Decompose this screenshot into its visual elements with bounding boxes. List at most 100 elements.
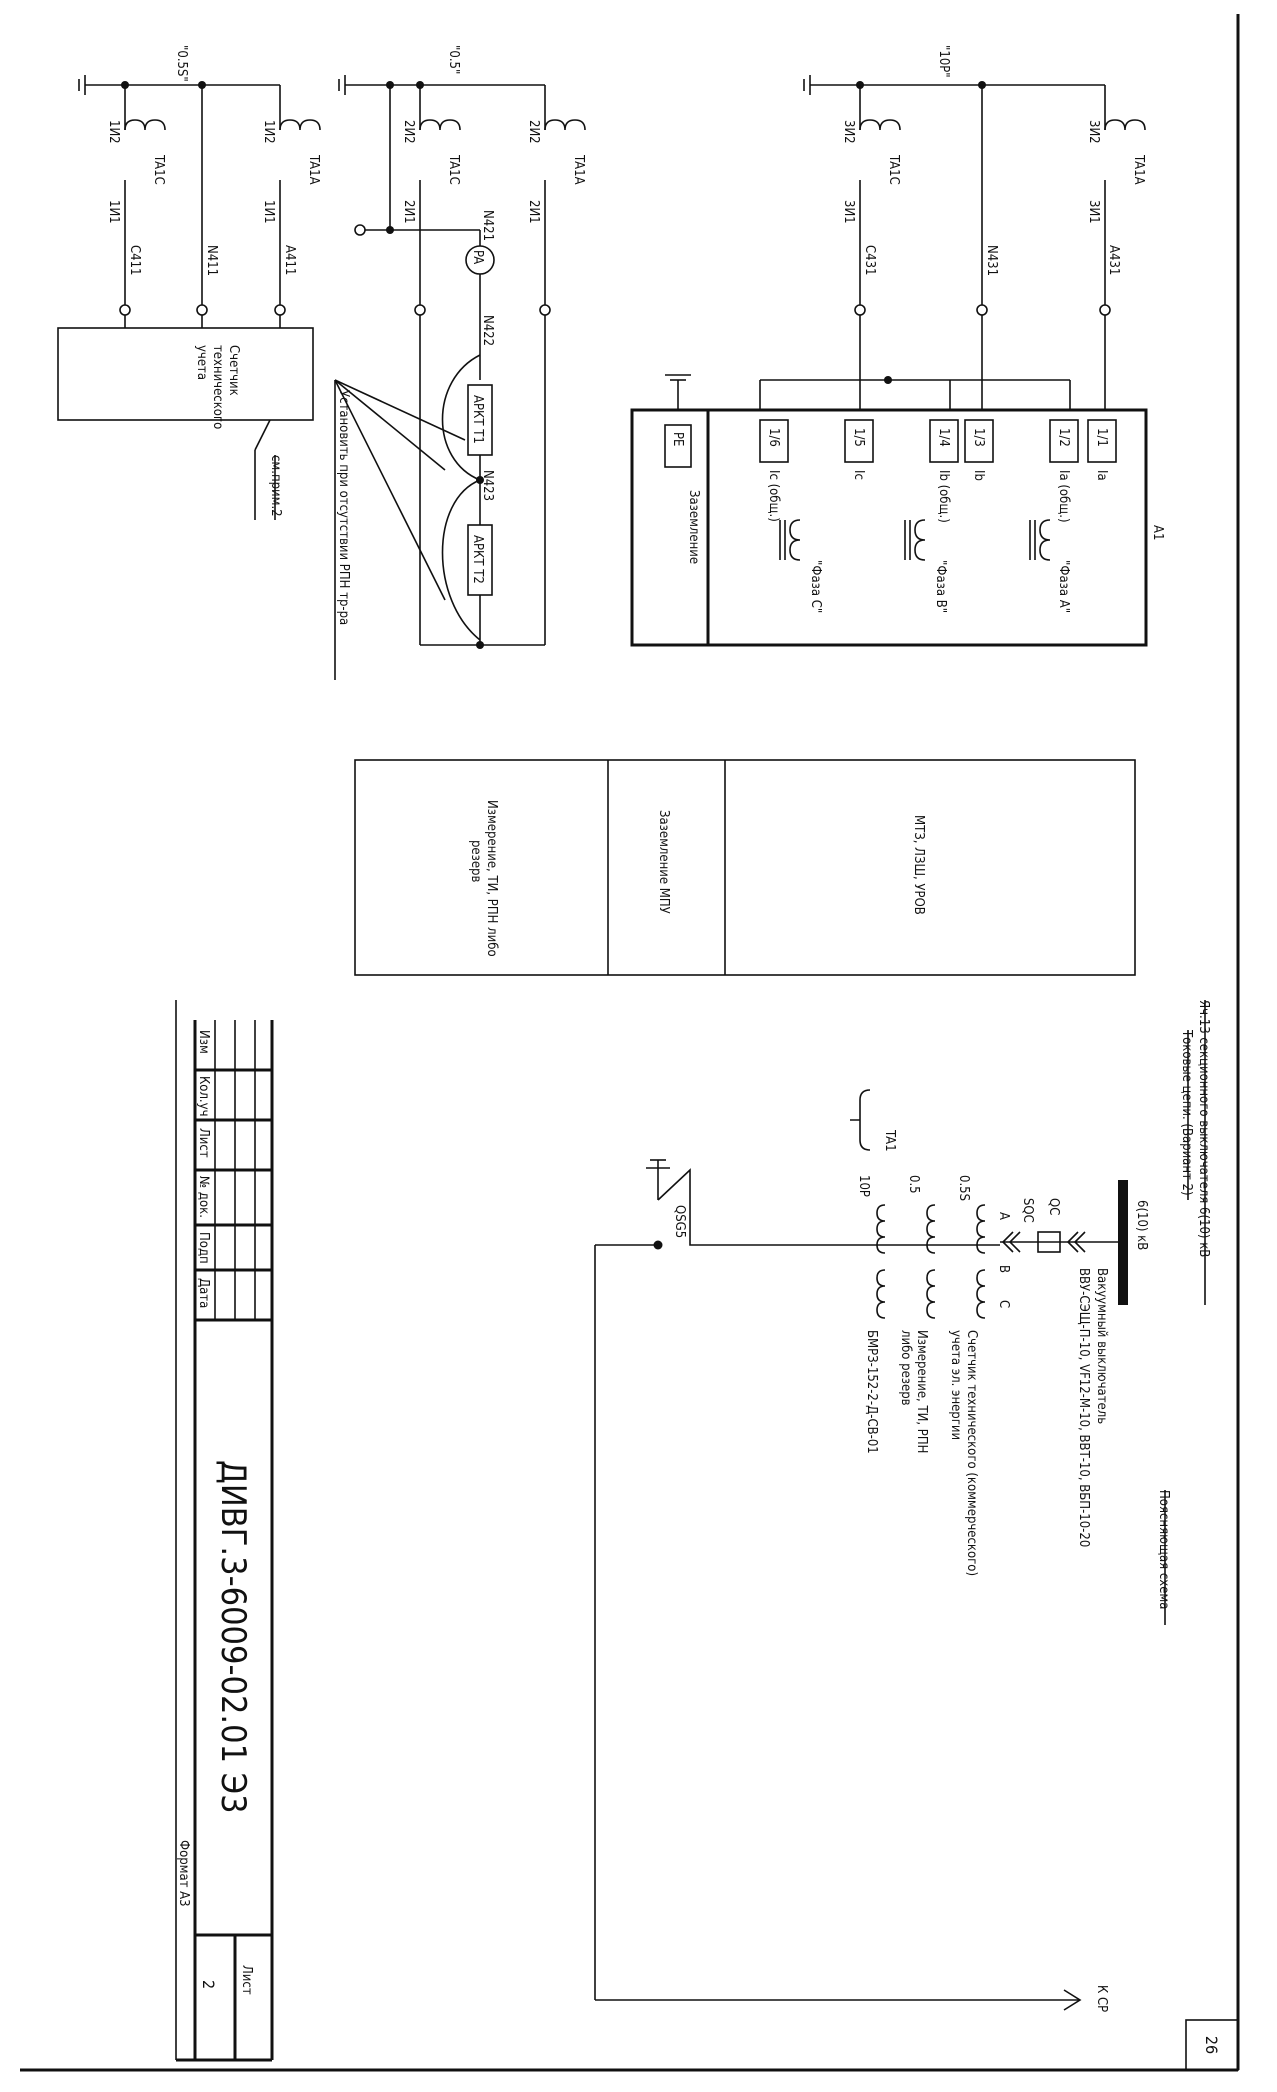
- w2-c: 3И2: [841, 120, 856, 144]
- core-note-1: Счетчик технического (коммерческого): [964, 1330, 979, 1576]
- metering-label: "0.5S": [174, 45, 189, 82]
- core-note-5: БМРЗ-152-2-Д-СВ-01: [864, 1330, 879, 1454]
- protection-label: "10P": [936, 45, 951, 78]
- phase-c-label: "Фаза C": [808, 560, 823, 613]
- w1-c-05: 2И1: [401, 200, 416, 224]
- table-row-protection: МТЗ, ЛЗШ, УРОВ: [911, 815, 926, 915]
- pa-label: PA: [470, 250, 485, 264]
- format-label: Формат А3: [176, 1840, 191, 1907]
- phase-b: B: [996, 1265, 1011, 1273]
- stamp-izm: Изм: [196, 1030, 211, 1054]
- document-code: ДИВГ.3-6009-02.01 Э3: [213, 1460, 253, 1814]
- term-1-4: 1/4: [936, 428, 951, 447]
- wire-c411: С411: [127, 245, 142, 276]
- term-ic: Ic: [851, 470, 866, 480]
- single-line-diagram: 6(10) кВ QC Вакуумный выключатель ВВУ-СЭ…: [594, 1089, 1149, 2012]
- table-row-grounding: Заземление МПУ: [656, 810, 671, 914]
- meter-line-3: учета: [194, 345, 209, 380]
- stamp-kol: Кол.уч: [196, 1076, 211, 1116]
- stamp-list: Лист: [196, 1128, 211, 1158]
- measurement-circuit: "0.5" TA1C TA1A 2И1 2И2 2И1 2И2 PA N421 …: [334, 45, 586, 680]
- list-label: Лист: [239, 1965, 254, 1995]
- ta1-label: TA1: [882, 1129, 897, 1152]
- relay-a1: [630, 408, 1148, 647]
- ta1a-05: TA1A: [571, 154, 586, 185]
- meter-line-1: Счетчик: [226, 345, 241, 396]
- w2-a: 3И2: [1086, 120, 1101, 144]
- core-05s: 0.5S: [956, 1175, 971, 1201]
- ta1a-10p: TA1A: [1131, 154, 1146, 185]
- wire-a411: А411: [282, 245, 297, 275]
- w2-a-05s: 1И2: [261, 120, 276, 144]
- wire-c431: С431: [862, 245, 877, 276]
- title-explain: Поясняющая схема: [1156, 1490, 1171, 1609]
- meter-line-2: технического: [210, 345, 225, 429]
- term-1-5: 1/5: [851, 428, 866, 447]
- ct-cores-left: 10P 0.5 0.5S: [856, 1175, 986, 1254]
- a1-terminals: 1/1 1/2 1/3 1/4 1/5 1/6 Ia Ia (общ.) Ib …: [759, 419, 1117, 523]
- ta1c-05s: TA1C: [151, 154, 166, 185]
- ta1c-05: TA1C: [446, 154, 461, 185]
- term-1-6: 1/6: [766, 428, 781, 447]
- metering-circuit: "0.5S" TA1C TA1A 1И1 1И2 1И1 1И2 А411 N4…: [57, 45, 321, 520]
- w2-a-05: 2И2: [526, 120, 541, 144]
- phase-b-label: "Фаза B": [933, 560, 948, 613]
- w1-c: 3И1: [841, 200, 856, 224]
- term-1-1: 1/1: [1094, 428, 1109, 447]
- core-05: 0.5: [906, 1175, 921, 1194]
- pe-label: PE: [670, 432, 685, 446]
- title-block: Изм Кол.уч Лист № док. Подп Дата ДИВГ.3-…: [175, 1000, 274, 2062]
- meter-box: [57, 327, 314, 421]
- measurement-label: "0.5": [446, 45, 461, 74]
- wire-a431: А431: [1106, 245, 1121, 275]
- breaker-desc: Вакуумный выключатель: [1094, 1268, 1109, 1424]
- breaker-symbol: [1037, 1231, 1061, 1253]
- w1-c-05s: 1И1: [106, 200, 121, 224]
- stamp-podp: Подп: [196, 1232, 211, 1264]
- a1-phase-coils: "Фаза A" "Фаза B" "Фаза C": [779, 519, 1071, 613]
- w2-c-05s: 1И2: [106, 120, 121, 144]
- list-number: 2: [199, 1980, 218, 1989]
- table-row-measure-2: резерв: [468, 840, 483, 882]
- wire-n431: N431: [984, 245, 999, 276]
- qs-label: QSG5: [672, 1205, 687, 1238]
- wire-n411: N411: [204, 245, 219, 276]
- term-ic-common: Ic (общ.): [766, 470, 781, 522]
- phase-a-label: "Фаза A": [1056, 560, 1071, 613]
- sqc-label: SQC: [1020, 1198, 1035, 1223]
- to-sr: К СР: [1094, 1985, 1109, 2012]
- breaker-models: ВВУ-СЭЩ-П-10, VF12-М-10, ВВТ-10, ВБП-10-…: [1076, 1268, 1091, 1547]
- a1-label: A1: [1150, 525, 1165, 540]
- wire-n423: N423: [480, 470, 495, 501]
- term-ib: Ib: [971, 470, 986, 481]
- w1-a-05: 2И1: [526, 200, 541, 224]
- ta1a-05s: TA1A: [306, 154, 321, 185]
- w2-c-05: 2И2: [401, 120, 416, 144]
- rpn-note: Установить при отсутствии РПН тр-ра: [336, 390, 351, 625]
- ta1c-10p: TA1C: [886, 154, 901, 185]
- w1-a-05s: 1И1: [261, 200, 276, 224]
- core-note-3: Измерение, ТИ, РПН: [914, 1330, 929, 1453]
- qc-label: QC: [1046, 1198, 1061, 1215]
- wire-n421: N421: [480, 210, 495, 241]
- pe-terminal: [664, 424, 692, 468]
- ct-cores-right: [876, 1269, 986, 1319]
- wire-n422: N422: [480, 315, 495, 346]
- term-1-2: 1/2: [1056, 428, 1071, 447]
- core-10p: 10P: [856, 1175, 871, 1197]
- title-sub: Токовые цепи. (Вариант 2): [1179, 1029, 1194, 1196]
- core-note-4: либо резерв: [898, 1330, 913, 1406]
- term-1-3: 1/3: [971, 428, 986, 447]
- sheet-number-box: [1185, 2019, 1239, 2071]
- term-ib-common: Ib (общ.): [936, 470, 951, 523]
- protection-circuit: "10P" TA1C TA1A 3И1 3И2 3И1 3И2 А431 N43…: [630, 45, 1165, 647]
- stamp-doc: № док.: [196, 1176, 211, 1218]
- core-note-2: учета эл. энергии: [948, 1330, 963, 1440]
- table-row-measure-1: Измерение, ТИ, РПН либо: [484, 800, 499, 957]
- ground-label: Заземление: [686, 490, 701, 564]
- stamp-data: Дата: [196, 1278, 211, 1308]
- sheet-number: 26: [1202, 2036, 1221, 2054]
- phase-a: A: [996, 1212, 1011, 1220]
- busbar: [1118, 1180, 1128, 1305]
